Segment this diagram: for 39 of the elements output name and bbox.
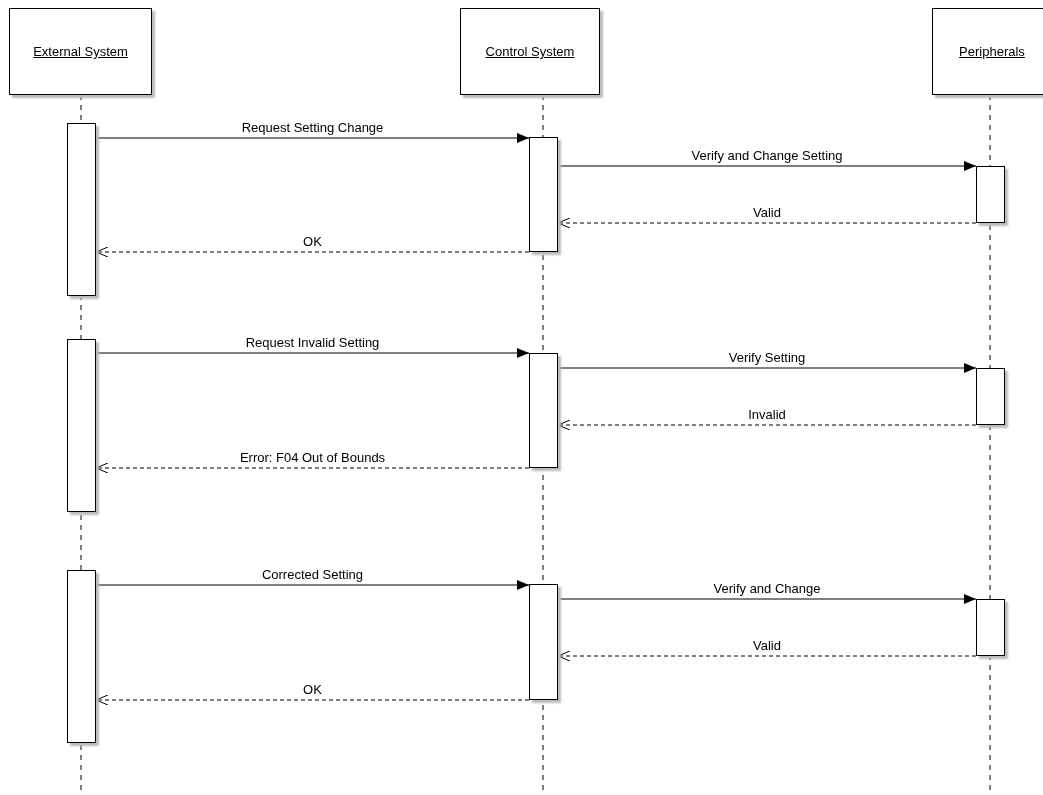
participant-name: Peripherals — [959, 44, 1025, 59]
participant-name: External System — [33, 44, 128, 59]
participant-box — [932, 8, 1043, 95]
activation-bar — [67, 123, 96, 296]
message-arrow — [95, 580, 530, 590]
activation-bar — [976, 368, 1005, 425]
message-label: Valid — [753, 638, 781, 653]
message-label: Corrected Setting — [261, 567, 364, 582]
message-label: Verify and Change — [713, 581, 821, 596]
return-arrow — [557, 419, 977, 431]
return-arrow — [557, 650, 977, 662]
return-arrow — [95, 462, 530, 474]
message-label: Verify and Change Setting — [691, 148, 843, 163]
message-label: Request Invalid Setting — [245, 335, 380, 350]
activation-bar — [976, 166, 1005, 223]
message-label: Verify Setting — [728, 350, 806, 365]
message-label: OK — [303, 234, 322, 249]
participant-box — [460, 8, 600, 95]
message-label: Invalid — [748, 407, 786, 422]
message-arrow — [557, 161, 977, 171]
activation-bar — [67, 339, 96, 512]
message-arrow — [95, 348, 530, 358]
activation-bar — [529, 137, 558, 252]
activation-bar — [529, 353, 558, 468]
return-arrow — [95, 694, 530, 706]
message-label: Request Setting Change — [241, 120, 384, 135]
message-arrow — [95, 133, 530, 143]
return-arrow — [95, 246, 530, 258]
activation-bar — [529, 584, 558, 700]
message-arrow — [557, 363, 977, 373]
message-arrow — [557, 594, 977, 604]
return-arrow — [557, 217, 977, 229]
participant-name: Control System — [485, 44, 575, 59]
activation-bar — [976, 599, 1005, 656]
message-label: Error: F04 Out of Bounds — [239, 450, 386, 465]
message-label: OK — [303, 682, 322, 697]
participant-box — [9, 8, 152, 95]
message-label: Valid — [753, 205, 781, 220]
activation-bar — [67, 570, 96, 743]
